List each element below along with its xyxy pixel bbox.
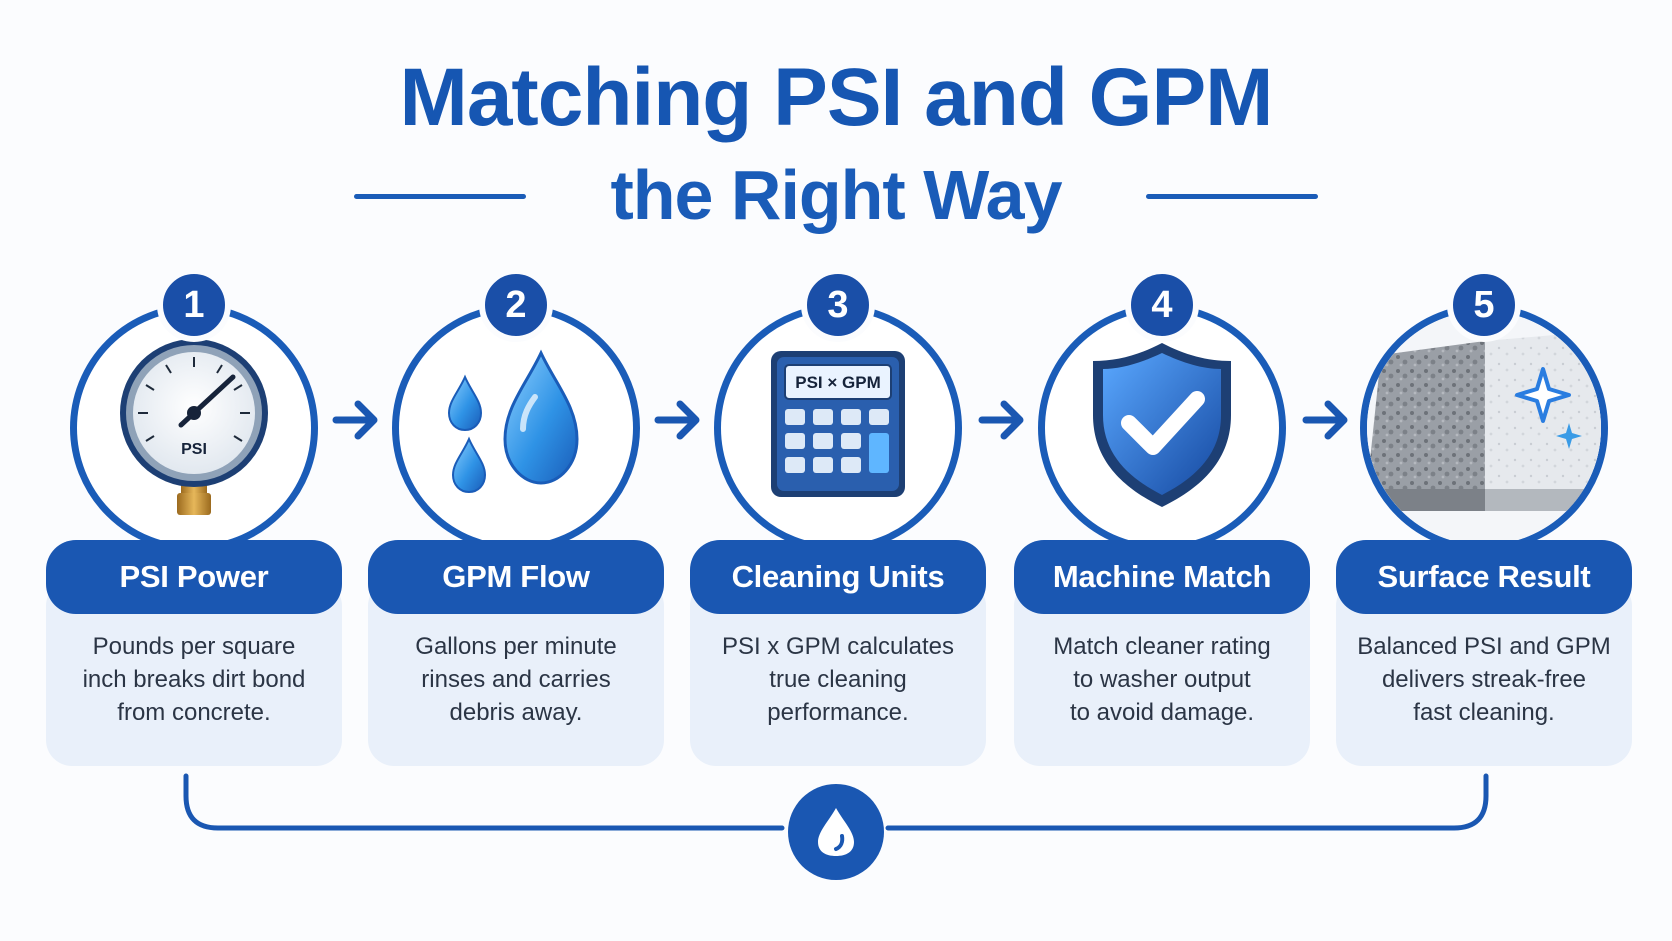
step-3-label: Cleaning Units (690, 540, 986, 614)
step-1-icon-ring: PSI (70, 304, 318, 552)
step-1-psi-power: 1 (46, 268, 342, 766)
title-line-1: Matching PSI and GPM (399, 52, 1274, 143)
step-5-desc-line: fast cleaning. (1413, 699, 1555, 726)
pressure-gauge-icon: PSI (120, 339, 268, 515)
title-rule-right (1146, 194, 1318, 199)
step-3-number-badge: 3 (801, 268, 875, 342)
step-3-icon-ring: PSI × GPM (714, 304, 962, 552)
step-2-desc-line: Gallons per minute (415, 633, 617, 660)
title-rule-left (354, 194, 526, 199)
step-4-icon-ring (1038, 304, 1286, 552)
step-3-desc-line: true cleaning (769, 666, 907, 693)
gauge-psi-text: PSI (181, 441, 207, 458)
calculator-icon: PSI × GPM (771, 351, 905, 497)
step-2-desc-line: rinses and carries (421, 666, 611, 693)
step-4-desc-line: to washer output (1073, 666, 1251, 693)
arrow-right-icon (978, 400, 1024, 440)
arrow-right-icon (654, 400, 700, 440)
step-2-label: GPM Flow (368, 540, 664, 614)
step-4-label: Machine Match (1014, 540, 1310, 614)
step-2-gpm-flow: 2 GPM Flow Gallons per minute rinses and… (368, 268, 664, 766)
step-1-desc-line: inch breaks dirt bond (82, 666, 306, 693)
step-5-number-badge: 5 (1447, 268, 1521, 342)
step-5-desc-line: Balanced PSI and GPM (1357, 633, 1611, 660)
arrow-right-icon (332, 400, 378, 440)
footer-drop-badge (788, 784, 884, 880)
calculator-display-text: PSI × GPM (795, 373, 881, 392)
step-3-cleaning-units: 3 PSI × GPM Cleaning Units PSI x GPM (690, 268, 986, 766)
water-drops-icon (447, 349, 579, 494)
step-4-number-badge: 4 (1125, 268, 1199, 342)
step-5-surface-result: 5 Surf (1336, 268, 1632, 766)
step-4-desc-line: to avoid damage. (1069, 699, 1255, 726)
step-2-desc-line: debris away. (449, 699, 583, 726)
water-drop-icon (818, 808, 854, 856)
step-1-number-badge: 1 (157, 268, 231, 342)
step-5-label: Surface Result (1336, 540, 1632, 614)
step-1-desc-line: Pounds per square (92, 633, 296, 660)
shield-check-icon (1093, 343, 1231, 507)
step-3-desc-line: performance. (767, 699, 909, 726)
step-1-desc-line: from concrete. (117, 699, 271, 726)
arrow-right-icon (1302, 400, 1348, 440)
step-3-desc-line: PSI x GPM calculates (721, 633, 955, 660)
step-5-desc-line: delivers streak-free (1381, 666, 1587, 693)
bottom-connector-bracket (183, 773, 1489, 831)
clean-surface-icon (1367, 311, 1601, 545)
step-2-number-badge: 2 (479, 268, 553, 342)
step-1-label: PSI Power (46, 540, 342, 614)
step-4-desc-line: Match cleaner rating (1053, 633, 1271, 660)
step-4-machine-match: 4 Machine Match Match cleaner rating to … (1014, 268, 1310, 766)
title-line-2: the Right Way (610, 156, 1062, 234)
